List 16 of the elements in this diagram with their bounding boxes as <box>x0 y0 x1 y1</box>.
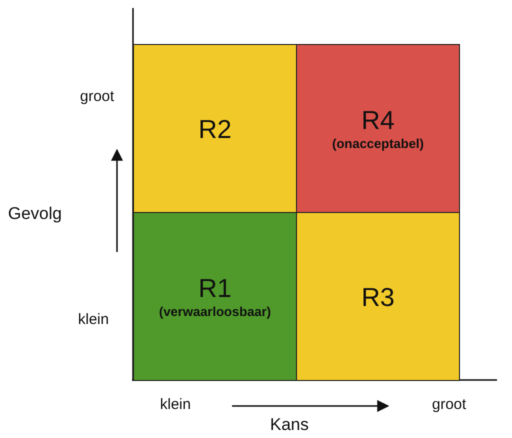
risk-code: R3 <box>361 282 395 312</box>
risk-cell <box>296 44 460 213</box>
risk-cell <box>133 44 297 213</box>
risk-code: R1 <box>198 272 232 302</box>
risk-cell <box>133 212 297 381</box>
risk-note: (onacceptabel) <box>332 134 424 152</box>
axis-value: groot <box>432 396 466 414</box>
risk-code: R2 <box>198 114 232 144</box>
axis-title: Kans <box>270 416 309 434</box>
risk-code: R4 <box>361 104 395 134</box>
risk-cell <box>296 212 460 381</box>
axis-value: klein <box>160 396 191 414</box>
axis-title: Gevolg <box>8 205 62 223</box>
axis-value: klein <box>78 311 109 329</box>
axis-value: groot <box>80 88 114 106</box>
risk-note: (verwaarloosbaar) <box>159 302 271 320</box>
